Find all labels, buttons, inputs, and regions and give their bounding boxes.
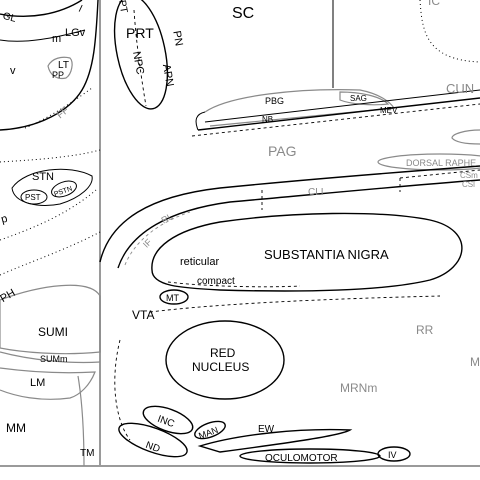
- label-m: m: [52, 33, 61, 45]
- label-pp: PP: [52, 70, 64, 80]
- aqueduct-outline: [451, 129, 480, 145]
- label-ew: EW: [258, 424, 275, 435]
- pbg-outline: [204, 89, 396, 127]
- cerebral-peduncle-outer: [99, 165, 480, 263]
- zi-dorsal-boundary: [0, 149, 101, 163]
- ff-boundary: [24, 87, 93, 129]
- csm-boundary: [399, 169, 480, 179]
- red-nucleus-outline: [165, 320, 285, 400]
- label-summ: SUMm: [40, 354, 68, 364]
- label-mev: MEV: [380, 106, 398, 115]
- prt-inner-boundary: [133, 9, 147, 107]
- pstn-outline: [51, 180, 77, 198]
- label-sumi: SUMI: [38, 325, 68, 339]
- label-cun: CUN: [446, 81, 474, 96]
- mt-outline: [159, 289, 189, 305]
- label-stn: STN: [32, 171, 54, 183]
- label-lm: LM: [30, 377, 45, 389]
- sumi-outline: [0, 284, 101, 355]
- label-lgv: LGv: [65, 27, 86, 39]
- cli-boundary: [261, 178, 401, 210]
- label-csl: CSl: [462, 180, 475, 189]
- tm-outline: [77, 375, 85, 467]
- label-dorsal-raphe: DORSAL RAPHE: [406, 158, 476, 168]
- label-apn: APN: [160, 63, 176, 87]
- label-sag: SAG: [350, 94, 367, 103]
- cun-left-boundary: [195, 111, 206, 131]
- label-pn: PN: [170, 30, 184, 47]
- lgv-boundary: [0, 29, 86, 42]
- label-rr: RR: [416, 323, 434, 337]
- ew-outline: [197, 428, 353, 453]
- label-lt: LT: [58, 60, 69, 71]
- mev-dashed-line: [191, 103, 480, 137]
- label-mm: MM: [6, 421, 26, 435]
- label-pbg: PBG: [265, 96, 284, 106]
- label-mt: MT: [166, 293, 179, 303]
- label-npc: NPC: [130, 50, 146, 75]
- label-cli: CLI: [308, 187, 324, 198]
- label-substantia-nigra: SUBSTANTIA NIGRA: [264, 247, 389, 262]
- label-nd: ND: [144, 440, 161, 455]
- label-red: RED: [210, 346, 236, 360]
- label-tm: TM: [80, 448, 94, 459]
- ic-boundary: [419, 0, 480, 63]
- rl-if-boundary: [124, 211, 191, 266]
- nd-outline: [118, 422, 188, 458]
- label-ph: PH: [0, 287, 18, 305]
- label-reticular: reticular: [180, 256, 219, 268]
- substantia-nigra-outline: [151, 212, 463, 292]
- man-outline: [194, 420, 226, 440]
- label-gl: GL: [1, 11, 17, 25]
- label-pag: PAG: [268, 143, 297, 159]
- label-p: p: [0, 213, 9, 226]
- rr-boundary: [114, 339, 131, 441]
- lateral-geniculate-outline: [0, 0, 83, 17]
- label-rl: RL: [160, 211, 175, 225]
- label-v: v: [10, 65, 16, 77]
- inc-outline: [142, 405, 194, 435]
- mev-line: [197, 97, 480, 131]
- label-oculomotor: OCULOMOTOR: [265, 453, 338, 464]
- label-l: l: [77, 4, 84, 15]
- lm-outline: [0, 367, 96, 400]
- label-ff: FF: [55, 105, 71, 121]
- nb-line: [204, 89, 480, 123]
- label-ic: IC: [428, 0, 440, 8]
- label-pt: PT: [116, 0, 129, 14]
- vta-boundary: [149, 295, 441, 313]
- label-iv: IV: [388, 450, 397, 460]
- thalamus-outer-outline: [0, 0, 99, 131]
- iv-outline: [377, 446, 411, 462]
- dorsal-raphe-outline: [377, 153, 480, 171]
- label-compact: compact: [197, 276, 235, 287]
- label-vta: VTA: [132, 308, 154, 322]
- label-csm: CSm: [460, 171, 478, 180]
- label-sc: SC: [232, 5, 254, 22]
- cerebral-peduncle-inner: [117, 179, 480, 269]
- lt-region-outline: [47, 56, 73, 80]
- oculomotor-outline: [239, 448, 381, 464]
- label-prt: PRT: [126, 25, 154, 41]
- label-mrnm: MRNm: [340, 381, 377, 395]
- pretectal-region-outline: [113, 0, 169, 110]
- summ-outline: [0, 351, 101, 364]
- label-pst: PST: [25, 193, 41, 202]
- zi-ventral-boundary: [0, 189, 97, 241]
- label-nucleus: NUCLEUS: [192, 360, 249, 374]
- ph-boundary: [0, 231, 101, 276]
- label-m-right: M: [470, 355, 480, 369]
- label-nb: NB: [262, 115, 273, 124]
- sag-outline: [339, 91, 390, 106]
- pst-outline: [20, 189, 48, 205]
